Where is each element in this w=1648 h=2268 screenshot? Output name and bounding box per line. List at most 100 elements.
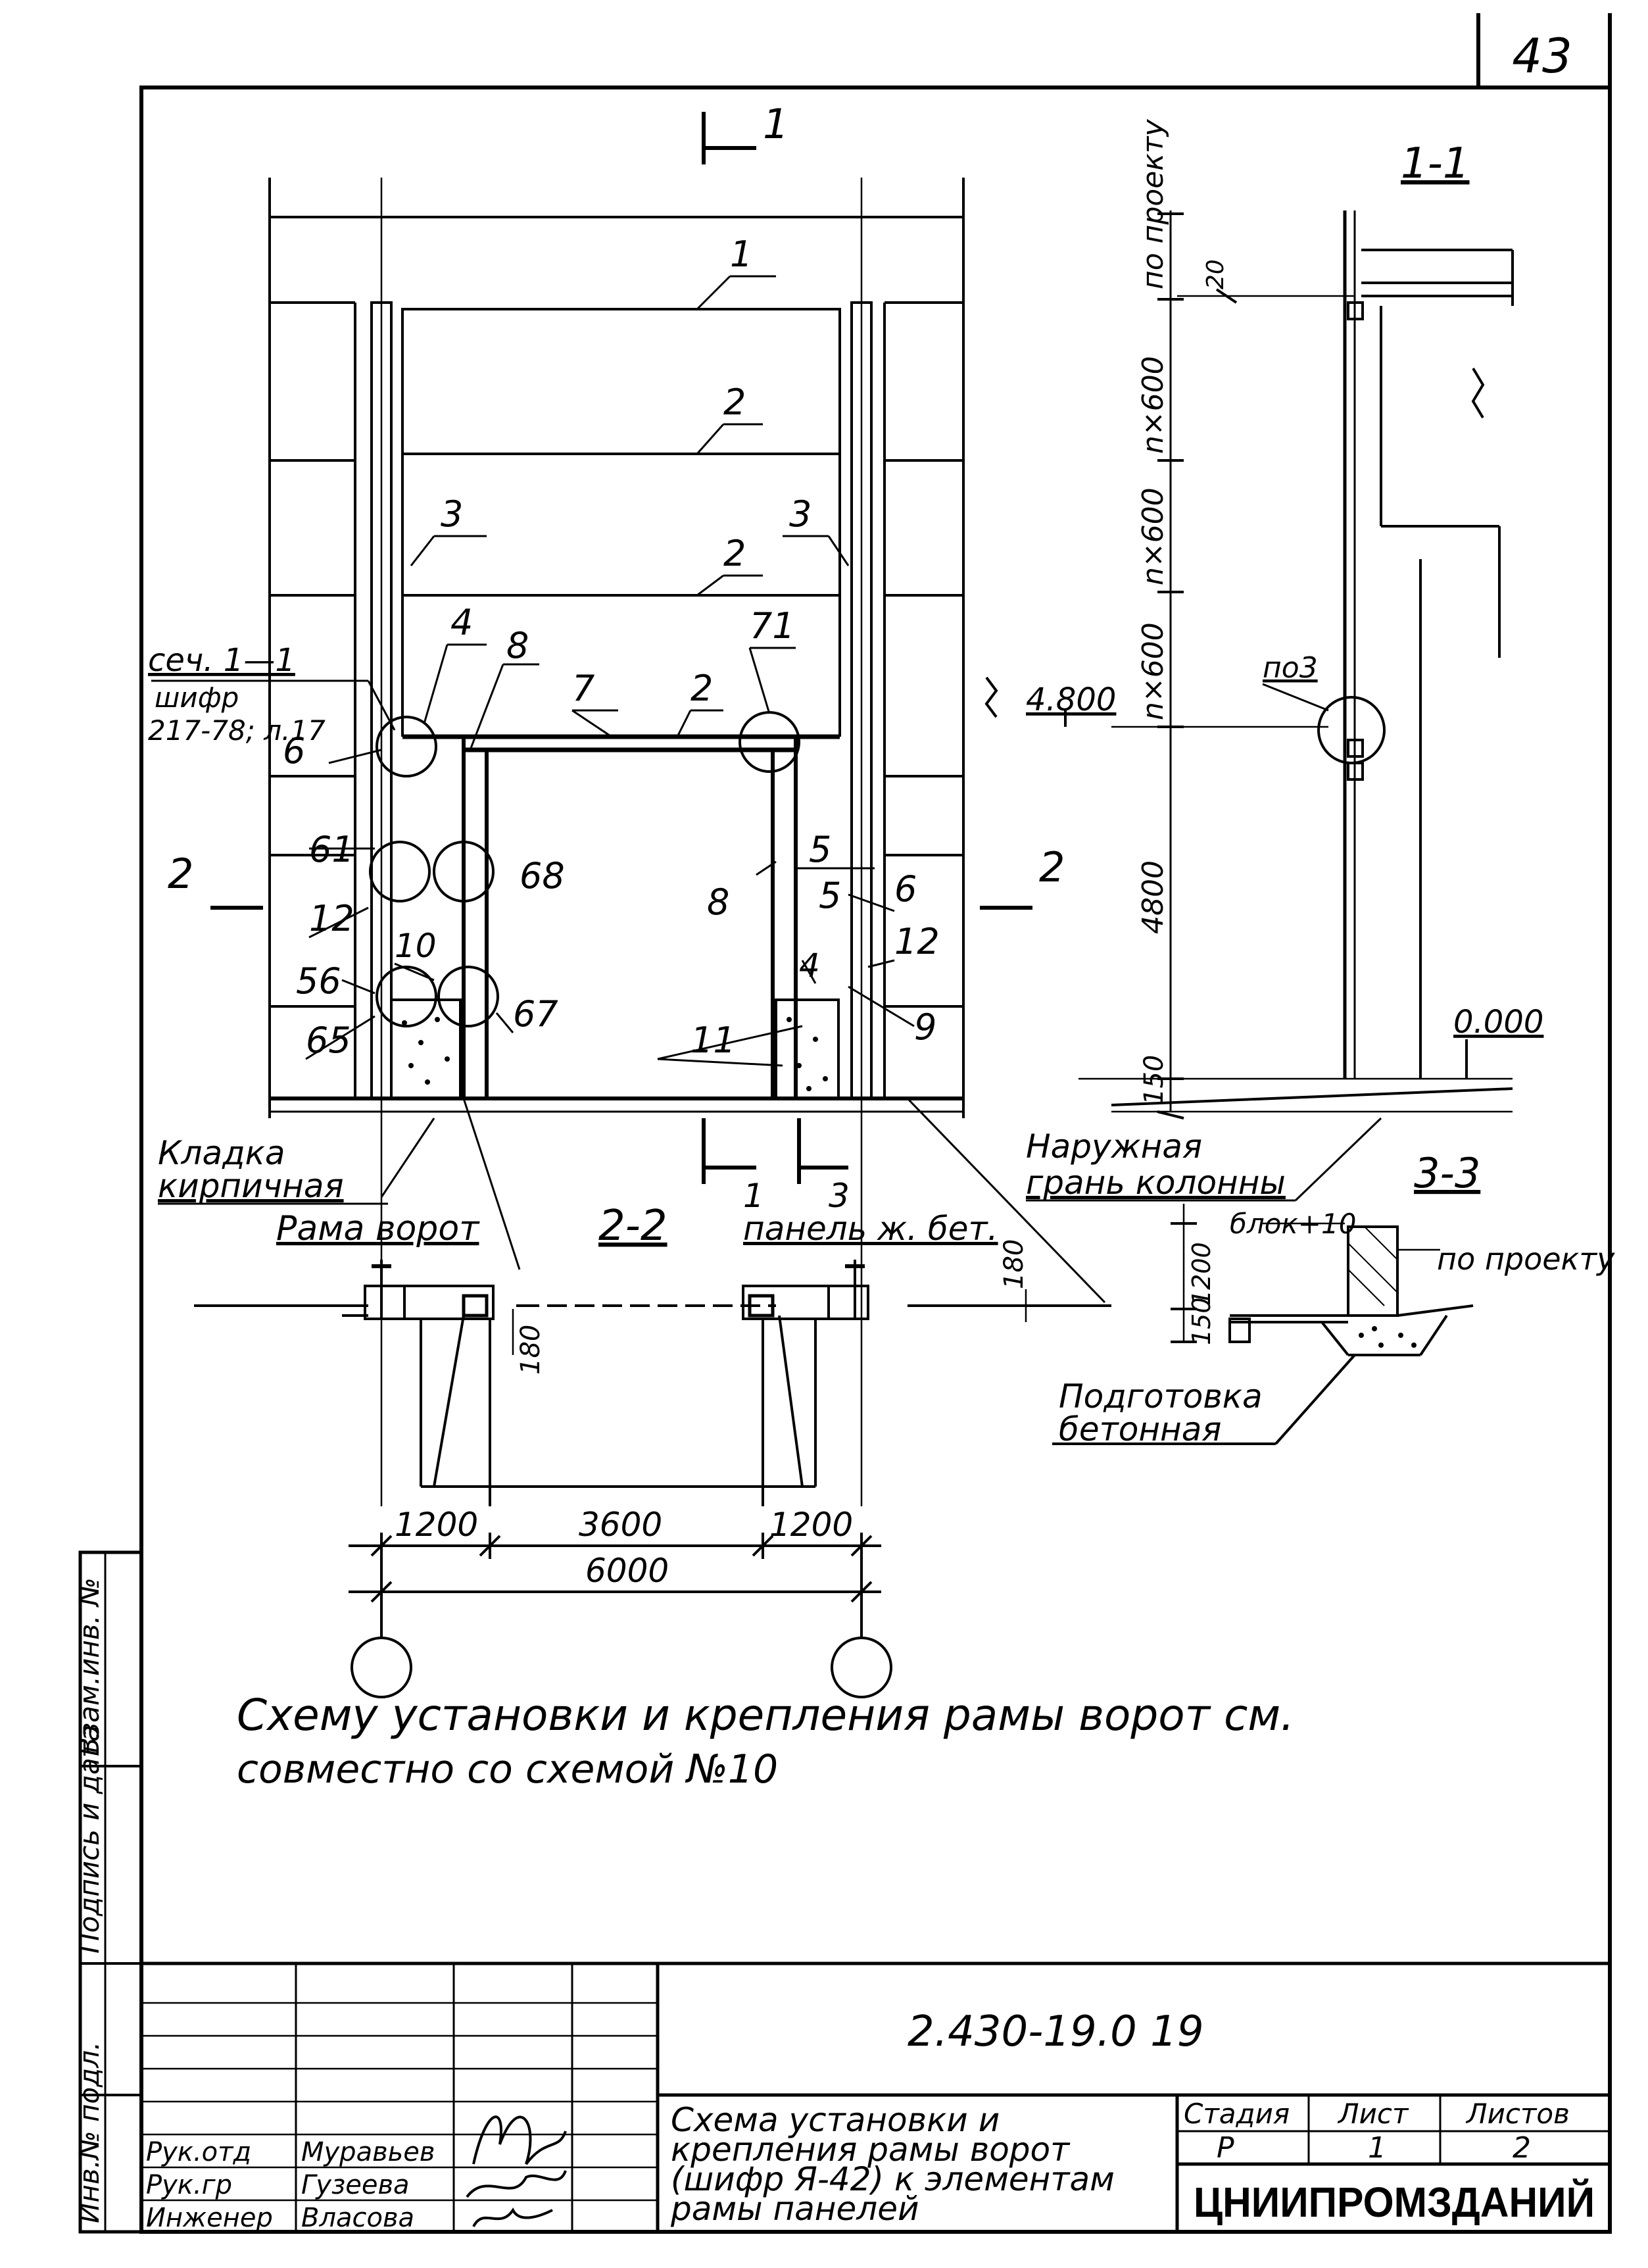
- doc-code: 2.430-19.0 19: [908, 2008, 1204, 2056]
- note-line-2: совместно со схемой №10: [237, 1746, 778, 1792]
- dim-180-b: 180: [999, 1239, 1029, 1289]
- callout-9: 9: [914, 1006, 936, 1048]
- dim-6000: 6000: [585, 1552, 669, 1590]
- section-3-bottom-label: 3: [829, 1177, 850, 1215]
- name-1: Муравьев: [301, 2137, 435, 2167]
- callout-5b: 5: [819, 875, 841, 916]
- name-2: Гузеева: [301, 2170, 410, 2200]
- dim-1200-a: 1200: [395, 1506, 478, 1544]
- section-ref-line2: шифр: [155, 681, 239, 714]
- sheets-header: Листов: [1465, 2098, 1570, 2130]
- sheet-header: Лист: [1337, 2098, 1409, 2130]
- callout-56: 56: [296, 960, 341, 1002]
- section-3-3-title: 3-3: [1414, 1149, 1480, 1197]
- callout-2a: 2: [723, 382, 746, 423]
- dim-1-1-4800: 4800: [1136, 860, 1170, 934]
- title-block: [141, 1961, 1610, 2232]
- callout-1: 1: [730, 234, 752, 275]
- section-markers: [210, 112, 1032, 1184]
- title-line-4: рамы панелей: [670, 2190, 919, 2228]
- dim-3-3-1200: 1200: [1187, 1242, 1216, 1306]
- label-panel: панель ж. бет.: [743, 1210, 998, 1248]
- dim-1-1-150: 150: [1139, 1055, 1169, 1105]
- callout-11: 11: [691, 1020, 736, 1061]
- label-podgotovka-2: бетонная: [1059, 1410, 1221, 1448]
- title-line-2: крепления рамы ворот: [671, 2131, 1071, 2169]
- stamp-vzam: Взам.инв. №: [73, 1577, 105, 1756]
- dim-1-1-nx600-b: n×600: [1136, 487, 1170, 585]
- section-1-top-label: 1: [763, 100, 788, 148]
- callout-2c: 2: [691, 668, 713, 709]
- callout-8b: 8: [707, 881, 729, 923]
- label-kladka-1: Кладка: [158, 1134, 285, 1172]
- section-ref-line3: 217-78; л.17: [148, 714, 326, 747]
- dim-3-3-150: 150: [1187, 1297, 1216, 1345]
- section-2-2-plan: [194, 1260, 1111, 1698]
- section-reference: сеч. 1—1 шифр 217-78; л.17: [148, 642, 396, 747]
- callout-67: 67: [513, 993, 558, 1035]
- note-line-1: Схему установки и крепления рамы ворот с…: [237, 1690, 1294, 1740]
- label-po-proektu-33: по проекту: [1437, 1241, 1615, 1277]
- label-podgotovka-1: Подготовка: [1059, 1377, 1263, 1416]
- sheet-value: 1: [1368, 2131, 1386, 2165]
- callout-71: 71: [750, 605, 795, 647]
- page-number: 43: [1512, 28, 1572, 84]
- label-naruzhnaya-1: Наружная: [1026, 1127, 1202, 1166]
- brick-infill-hatch: [402, 1017, 828, 1091]
- label-blok: блок+10: [1230, 1208, 1356, 1240]
- callout-2b: 2: [723, 533, 746, 574]
- label-rama-vorot: Рама ворот: [276, 1209, 480, 1248]
- section-2-right-label: 2: [1039, 843, 1065, 891]
- section-1-1-title: 1-1: [1401, 139, 1470, 188]
- callout-4b: 4: [799, 947, 820, 985]
- stage-header: Стадия: [1184, 2098, 1290, 2130]
- title-line-1: Схема установки и: [671, 2101, 1000, 2139]
- name-3: Власова: [301, 2203, 414, 2233]
- role-1: Рук.отд: [146, 2137, 251, 2167]
- section-3-3: [1052, 1204, 1474, 1445]
- callout-6b: 6: [894, 868, 917, 910]
- sheet-frame: [139, 13, 1612, 2234]
- dim-1-1-po-proektu: по проекту: [1136, 118, 1170, 289]
- dim-1200-b: 1200: [769, 1506, 853, 1544]
- callout-7: 7: [572, 668, 594, 709]
- elev-4800: 4.800: [1026, 681, 1116, 718]
- role-3: Инженер: [146, 2203, 273, 2233]
- callout-68: 68: [520, 855, 565, 897]
- elev-0000: 0.000: [1453, 1004, 1543, 1041]
- callout-numbers: 1 2 2 2 3 3 4 8 7 71 6 61 68 12 10 56 65…: [283, 234, 940, 1061]
- section-ref-line1: сеч. 1—1: [148, 642, 295, 679]
- callout-8a: 8: [506, 625, 529, 666]
- sheets-value: 2: [1513, 2131, 1531, 2165]
- callout-12b: 12: [894, 921, 940, 962]
- section-1-bottom-label: 1: [743, 1177, 764, 1215]
- label-naruzhnaya-2: грань колонны: [1026, 1164, 1286, 1202]
- callout-3b: 3: [789, 493, 812, 535]
- dim-3600: 3600: [579, 1506, 662, 1544]
- leader-lines: [305, 275, 1106, 1304]
- section-2-2-title: 2-2: [598, 1202, 667, 1250]
- stage-value: Р: [1217, 2131, 1234, 2165]
- callout-3a: 3: [441, 493, 463, 535]
- organization: ЦНИИПРОМЗДАНИЙ: [1194, 2178, 1595, 2226]
- dim-180-a: 180: [516, 1325, 546, 1375]
- callout-6a: 6: [283, 730, 305, 772]
- title-line-3: (шифр Я-42) к элементам: [671, 2160, 1115, 2198]
- dim-1-1-nx600-a: n×600: [1136, 356, 1170, 454]
- section-3-3-hatch: [1359, 1326, 1417, 1348]
- stamp-podpis: Подпись и дата: [73, 1725, 105, 1954]
- callout-10: 10: [395, 927, 437, 965]
- label-po3: по3: [1263, 651, 1318, 685]
- stamp-inv: Инв.№ подл.: [73, 2042, 105, 2223]
- section-1-1: [1064, 210, 1514, 1120]
- callout-5a: 5: [809, 829, 831, 870]
- section-2-left-label: 2: [168, 850, 193, 898]
- dim-1-1-nx600-c: n×600: [1136, 622, 1170, 720]
- label-kladka-2: кирпичная: [158, 1167, 344, 1205]
- dim-1-1-20: 20: [1202, 259, 1229, 289]
- callout-4a: 4: [450, 602, 473, 643]
- main-elevation: [268, 178, 998, 1506]
- side-stamp: [78, 1550, 143, 2234]
- detail-circles: [369, 711, 800, 1027]
